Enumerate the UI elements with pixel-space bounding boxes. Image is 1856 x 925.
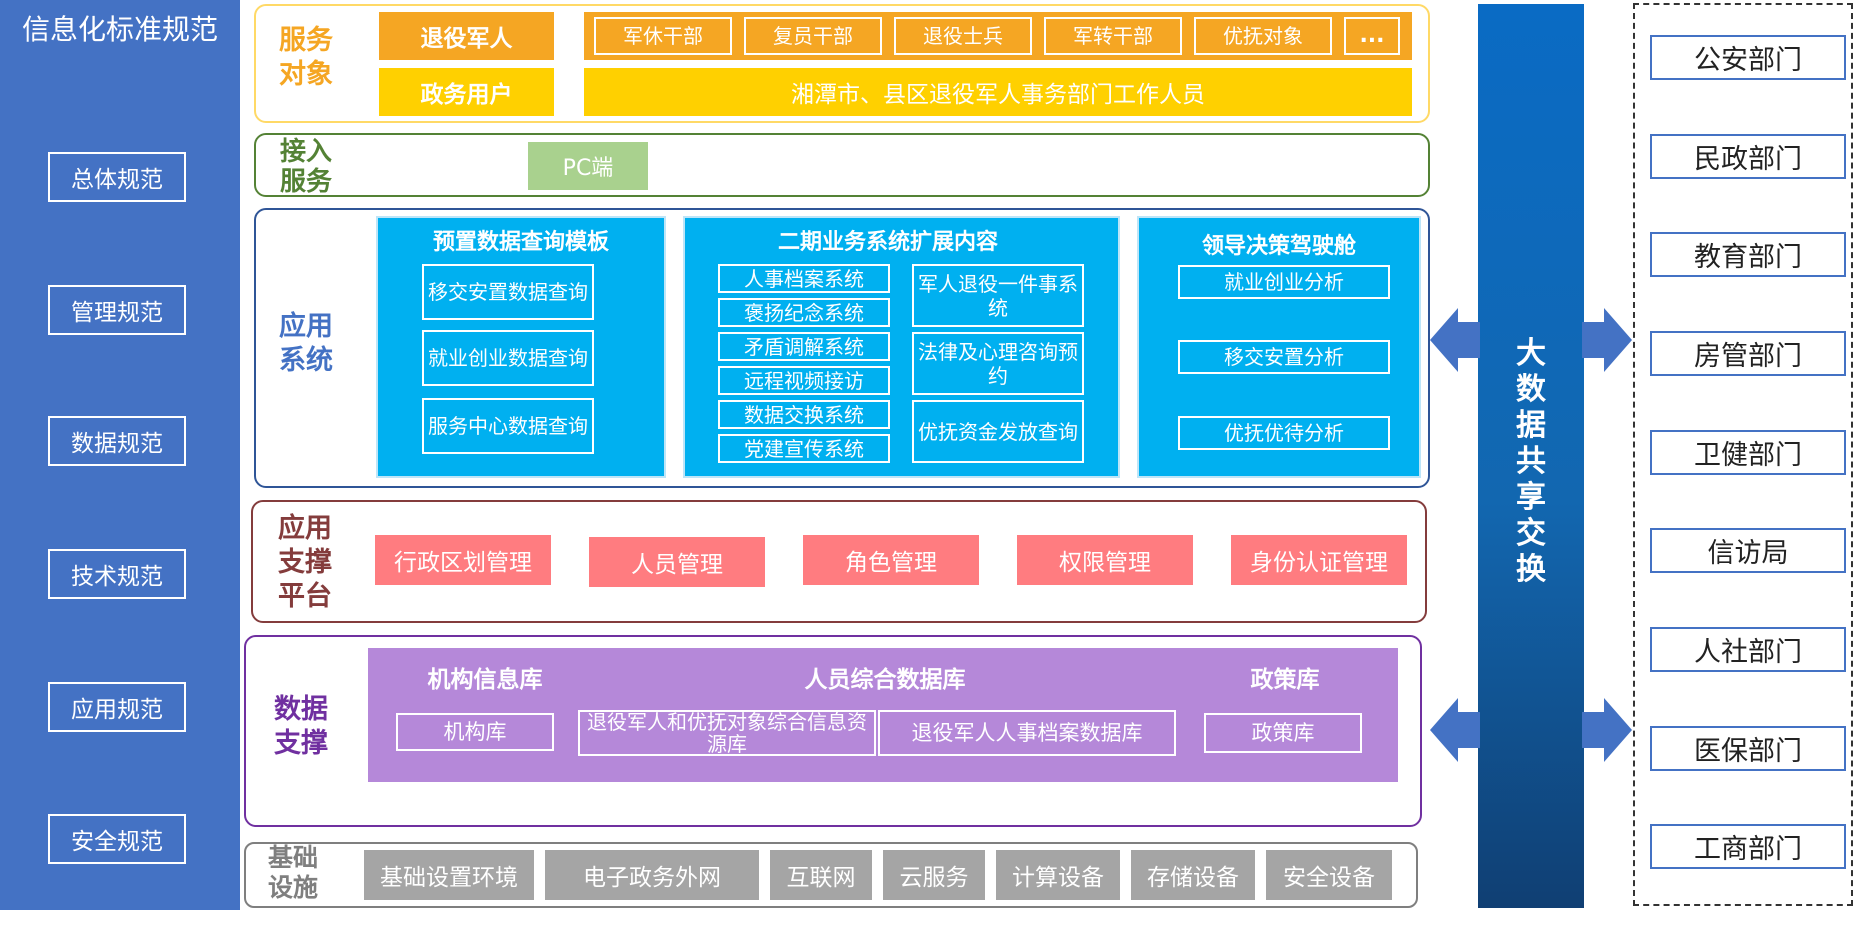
- infra-egov-network[interactable]: 电子政务外网: [545, 850, 759, 900]
- support-platform-label-line2: 支撑: [278, 547, 332, 578]
- phase2-retirement-onestop[interactable]: 军人退役一件事系统: [912, 264, 1084, 327]
- infra-cloud[interactable]: 云服务: [883, 850, 985, 900]
- veteran-type-retired-cadre[interactable]: 军休干部: [594, 17, 732, 55]
- infrastructure-label: 基础 设施: [258, 843, 328, 903]
- data-support-panel: [368, 648, 1398, 782]
- policy-db-box[interactable]: 政策库: [1204, 713, 1362, 753]
- dept-public-security[interactable]: 公安部门: [1650, 35, 1846, 80]
- preset-templates-panel: [376, 216, 666, 478]
- standard-management[interactable]: 管理规范: [48, 285, 186, 335]
- phase2-legal-consult[interactable]: 法律及心理咨询预约: [912, 332, 1084, 395]
- phase2-commendation[interactable]: 褒扬纪念系统: [718, 298, 890, 327]
- access-label-line1: 接入: [279, 137, 332, 167]
- infrastructure-label-line2: 设施: [267, 873, 318, 902]
- standard-security[interactable]: 安全规范: [48, 814, 186, 864]
- phase2-data-exchange[interactable]: 数据交换系统: [718, 400, 890, 429]
- access-layer: [254, 133, 1430, 197]
- phase2-fund-query[interactable]: 优抚资金发放查询: [912, 400, 1084, 463]
- cockpit-care-analysis[interactable]: 优抚优待分析: [1178, 416, 1390, 450]
- service-targets-label-line2: 对象: [279, 59, 333, 90]
- phase2-mediation[interactable]: 矛盾调解系统: [718, 332, 890, 361]
- access-label: 接入 服务: [266, 137, 346, 197]
- cockpit-transfer-analysis[interactable]: 移交安置分析: [1178, 340, 1390, 374]
- application-label-line1: 应用: [279, 311, 333, 342]
- cockpit-panel: [1137, 216, 1421, 478]
- service-targets-label-line1: 服务: [279, 25, 333, 56]
- standard-technical[interactable]: 技术规范: [48, 549, 186, 599]
- veteran-type-more[interactable]: ...: [1344, 17, 1400, 55]
- platform-region-mgmt[interactable]: 行政区划管理: [375, 535, 551, 585]
- application-label: 应用 系统: [266, 310, 346, 378]
- pc-client-box[interactable]: PC端: [528, 142, 648, 190]
- veteran-type-special-care[interactable]: 优抚对象: [1194, 17, 1332, 55]
- service-targets-label: 服务 对象: [266, 24, 346, 92]
- dept-education[interactable]: 教育部门: [1650, 232, 1846, 277]
- arrow-right-upper-icon: [1582, 308, 1632, 372]
- infra-storage[interactable]: 存储设备: [1131, 850, 1255, 900]
- phase2-party-publicity[interactable]: 党建宣传系统: [718, 434, 890, 463]
- standards-title: 信息化标准规范: [21, 13, 218, 46]
- platform-permission-mgmt[interactable]: 权限管理: [1017, 535, 1193, 585]
- standard-data[interactable]: 数据规范: [48, 416, 186, 466]
- dept-petition[interactable]: 信访局: [1650, 528, 1846, 573]
- infrastructure-label-line1: 基础: [267, 843, 318, 872]
- platform-role-mgmt[interactable]: 角色管理: [803, 535, 979, 585]
- veteran-type-demobilized-cadre[interactable]: 复员干部: [744, 17, 882, 55]
- infra-internet[interactable]: 互联网: [770, 850, 872, 900]
- dept-medical-insurance[interactable]: 医保部门: [1650, 726, 1846, 771]
- platform-auth-mgmt[interactable]: 身份认证管理: [1231, 535, 1407, 585]
- arrow-left-upper-icon: [1430, 308, 1480, 372]
- veterans-box[interactable]: 退役军人: [379, 12, 554, 60]
- gov-users-description: 湘潭市、县区退役军人事务部门工作人员: [584, 68, 1412, 116]
- people-db-title: 人员综合数据库: [804, 667, 966, 693]
- infra-security[interactable]: 安全设备: [1266, 850, 1392, 900]
- org-db-title: 机构信息库: [427, 667, 543, 693]
- dept-hr-social[interactable]: 人社部门: [1650, 627, 1846, 672]
- preset-employment-query[interactable]: 就业创业数据查询: [422, 330, 594, 386]
- dept-commerce[interactable]: 工商部门: [1650, 824, 1846, 869]
- dept-civil-affairs[interactable]: 民政部门: [1650, 134, 1846, 179]
- people-db-box-a[interactable]: 退役军人和优抚对象综合信息资源库: [578, 710, 876, 756]
- support-platform-label: 应用 支撑 平台: [262, 512, 348, 614]
- standard-overall[interactable]: 总体规范: [48, 152, 186, 202]
- data-support-label-line1: 数据: [274, 694, 328, 725]
- access-label-line2: 服务: [279, 167, 332, 197]
- preset-transfer-query[interactable]: 移交安置数据查询: [422, 264, 594, 320]
- phase2-personnel-archive[interactable]: 人事档案系统: [718, 264, 890, 293]
- org-db-box[interactable]: 机构库: [396, 713, 554, 751]
- data-support-label: 数据 支撑: [258, 693, 344, 761]
- phase2-remote-video[interactable]: 远程视频接访: [718, 366, 890, 395]
- application-label-line2: 系统: [279, 345, 333, 376]
- standard-application[interactable]: 应用规范: [48, 682, 186, 732]
- departments-frame: [1633, 3, 1853, 906]
- dept-housing[interactable]: 房管部门: [1650, 331, 1846, 376]
- infra-base-environment[interactable]: 基础设置环境: [364, 850, 534, 900]
- infra-compute[interactable]: 计算设备: [996, 850, 1120, 900]
- data-exchange-bar: [1478, 4, 1584, 908]
- data-exchange-title: 大数据共享交换: [1516, 336, 1546, 587]
- veteran-types-bar: [584, 12, 1412, 60]
- preset-templates-title: 预置数据查询模板: [432, 230, 609, 255]
- arrow-right-lower-icon: [1582, 698, 1632, 762]
- data-support-label-line2: 支撑: [274, 728, 328, 759]
- arrow-left-lower-icon: [1430, 698, 1480, 762]
- support-platform-label-line1: 应用: [278, 513, 332, 544]
- cockpit-title: 领导决策驾驶舱: [1201, 234, 1356, 259]
- platform-personnel-mgmt[interactable]: 人员管理: [589, 537, 765, 587]
- phase2-title: 二期业务系统扩展内容: [777, 230, 998, 255]
- veteran-type-transferred-cadre[interactable]: 军转干部: [1044, 17, 1182, 55]
- cockpit-employment-analysis[interactable]: 就业创业分析: [1178, 265, 1390, 299]
- people-db-box-b[interactable]: 退役军人人事档案数据库: [878, 710, 1176, 756]
- support-platform-label-line3: 平台: [278, 581, 332, 612]
- standards-panel: [0, 0, 240, 910]
- preset-service-center-query[interactable]: 服务中心数据查询: [422, 398, 594, 454]
- dept-health[interactable]: 卫健部门: [1650, 430, 1846, 475]
- veteran-type-retired-soldier[interactable]: 退役士兵: [894, 17, 1032, 55]
- gov-users-box[interactable]: 政务用户: [379, 68, 554, 116]
- policy-db-title: 政策库: [1250, 667, 1320, 693]
